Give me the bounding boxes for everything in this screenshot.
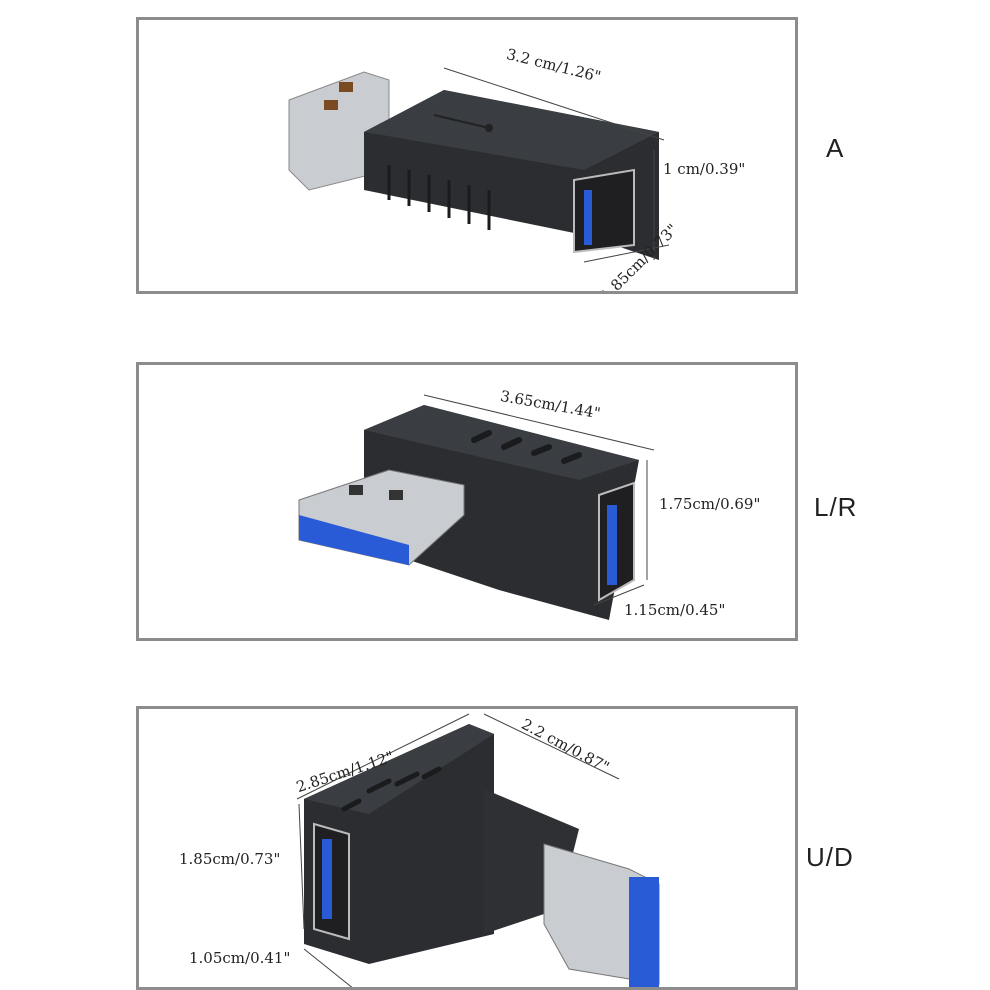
product-panel-a: 3.2 cm/1.26" 1 cm/0.39" 1.85cm/0.73" xyxy=(136,17,798,294)
straight-usb-adapter-image xyxy=(288,67,670,263)
dimension-height-lr: 1.75cm/0.69" xyxy=(659,495,761,513)
dimension-depth-lr: 1.15cm/0.45" xyxy=(624,601,726,619)
up-down-angle-usb-adapter-image xyxy=(296,713,660,987)
dimension-depth-ud: 1.05cm/0.41" xyxy=(189,949,291,967)
dimension-height-a: 1 cm/0.39" xyxy=(663,160,746,178)
variant-label-lr: L/R xyxy=(814,492,858,522)
left-right-angle-usb-adapter-image xyxy=(298,394,655,620)
variant-label-a: A xyxy=(826,133,845,163)
product-panel-lr: 3.65cm/1.44" 1.75cm/0.69" 1.15cm/0.45" xyxy=(136,362,798,641)
product-panel-ud: 2.85cm/1.12" 2.2 cm/0.87" 1.85cm/0.73" 1… xyxy=(136,706,798,990)
dimension-height-ud: 1.85cm/0.73" xyxy=(179,850,281,868)
variant-label-ud: U/D xyxy=(806,842,854,872)
